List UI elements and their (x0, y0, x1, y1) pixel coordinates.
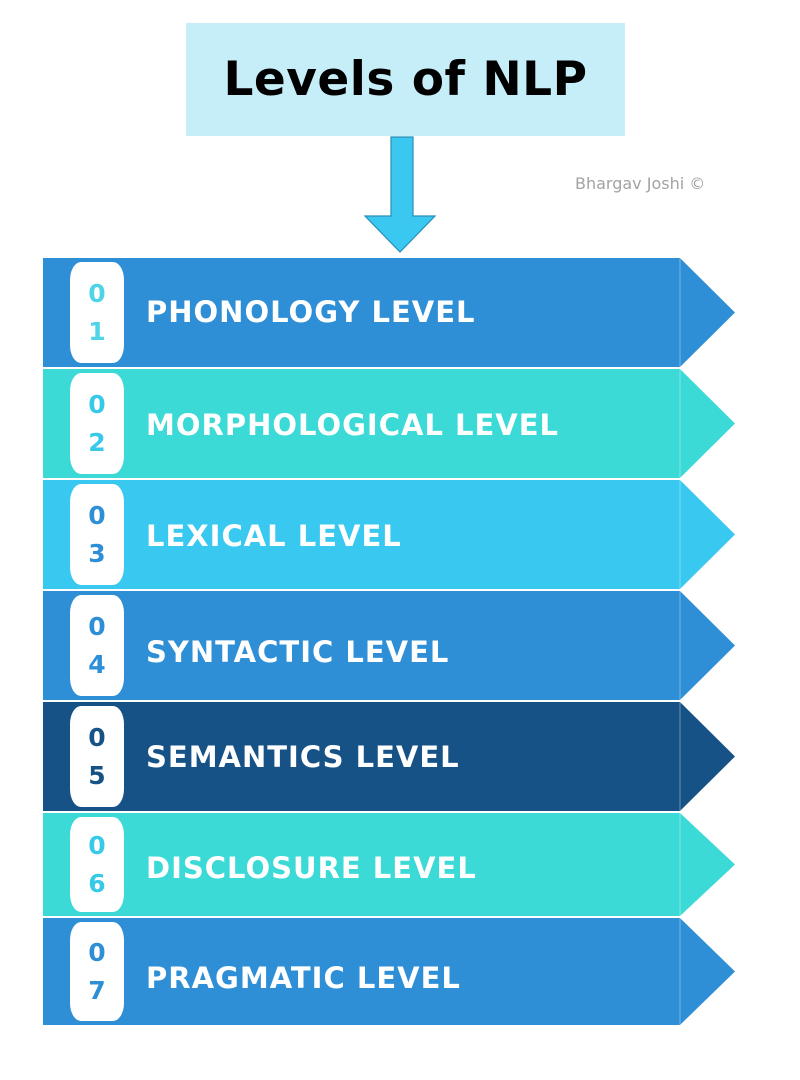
level-label: PHONOLOGY LEVEL (146, 295, 476, 329)
level-number-digit-2: 5 (88, 760, 106, 790)
level-band (43, 369, 735, 478)
level-number-digit-1: 0 (88, 830, 106, 860)
page-title: Levels of NLP (223, 52, 588, 107)
level-number-badge: 0 3 (70, 484, 124, 585)
level-row-5: 0 5 SEMANTICS LEVEL (43, 702, 735, 811)
level-row-6: 0 6 DISCLOSURE LEVEL (43, 813, 735, 916)
level-arrow-shape (43, 813, 735, 916)
level-number-digit-2: 7 (88, 975, 106, 1005)
level-number-badge: 0 1 (70, 262, 124, 363)
level-number-digit-2: 4 (88, 649, 106, 679)
author-credit: Bhargav Joshi © (575, 174, 706, 193)
level-label: SYNTACTIC LEVEL (146, 635, 450, 669)
level-band (43, 480, 735, 589)
level-row-1: 0 1 PHONOLOGY LEVEL (43, 258, 735, 367)
level-label: SEMANTICS LEVEL (146, 740, 460, 774)
down-arrow-icon (364, 136, 436, 253)
level-arrow-shape (43, 702, 735, 811)
level-label: MORPHOLOGICAL LEVEL (146, 408, 560, 442)
level-band (43, 918, 735, 1025)
level-number-digit-2: 3 (88, 538, 106, 568)
level-row-4: 0 4 SYNTACTIC LEVEL (43, 591, 735, 700)
level-number-digit-1: 0 (88, 389, 106, 419)
level-number-digit-2: 2 (88, 427, 106, 457)
level-row-7: 0 7 PRAGMATIC LEVEL (43, 918, 735, 1025)
level-row-2: 0 2 MORPHOLOGICAL LEVEL (43, 369, 735, 478)
level-number-digit-2: 1 (88, 316, 106, 346)
level-number-digit-1: 0 (88, 278, 106, 308)
title-box: Levels of NLP (186, 23, 625, 136)
level-band (43, 258, 735, 367)
level-number-badge: 0 2 (70, 373, 124, 474)
level-number-digit-1: 0 (88, 500, 106, 530)
level-arrow-shape (43, 591, 735, 700)
level-label: LEXICAL LEVEL (146, 519, 402, 553)
level-number-badge: 0 7 (70, 922, 124, 1021)
level-band (43, 591, 735, 700)
level-label: PRAGMATIC LEVEL (146, 961, 461, 995)
level-number-digit-1: 0 (88, 722, 106, 752)
level-number-digit-1: 0 (88, 937, 106, 967)
level-number-badge: 0 4 (70, 595, 124, 696)
level-row-3: 0 3 LEXICAL LEVEL (43, 480, 735, 589)
level-arrow-shape (43, 258, 735, 367)
level-number-digit-1: 0 (88, 611, 106, 641)
level-label: DISCLOSURE LEVEL (146, 851, 477, 885)
level-arrow-shape (43, 480, 735, 589)
level-arrow-shape (43, 369, 735, 478)
level-number-badge: 0 6 (70, 817, 124, 912)
level-band (43, 702, 735, 811)
level-number-badge: 0 5 (70, 706, 124, 807)
level-band (43, 813, 735, 916)
level-arrow-shape (43, 918, 735, 1025)
level-number-digit-2: 6 (88, 868, 106, 898)
